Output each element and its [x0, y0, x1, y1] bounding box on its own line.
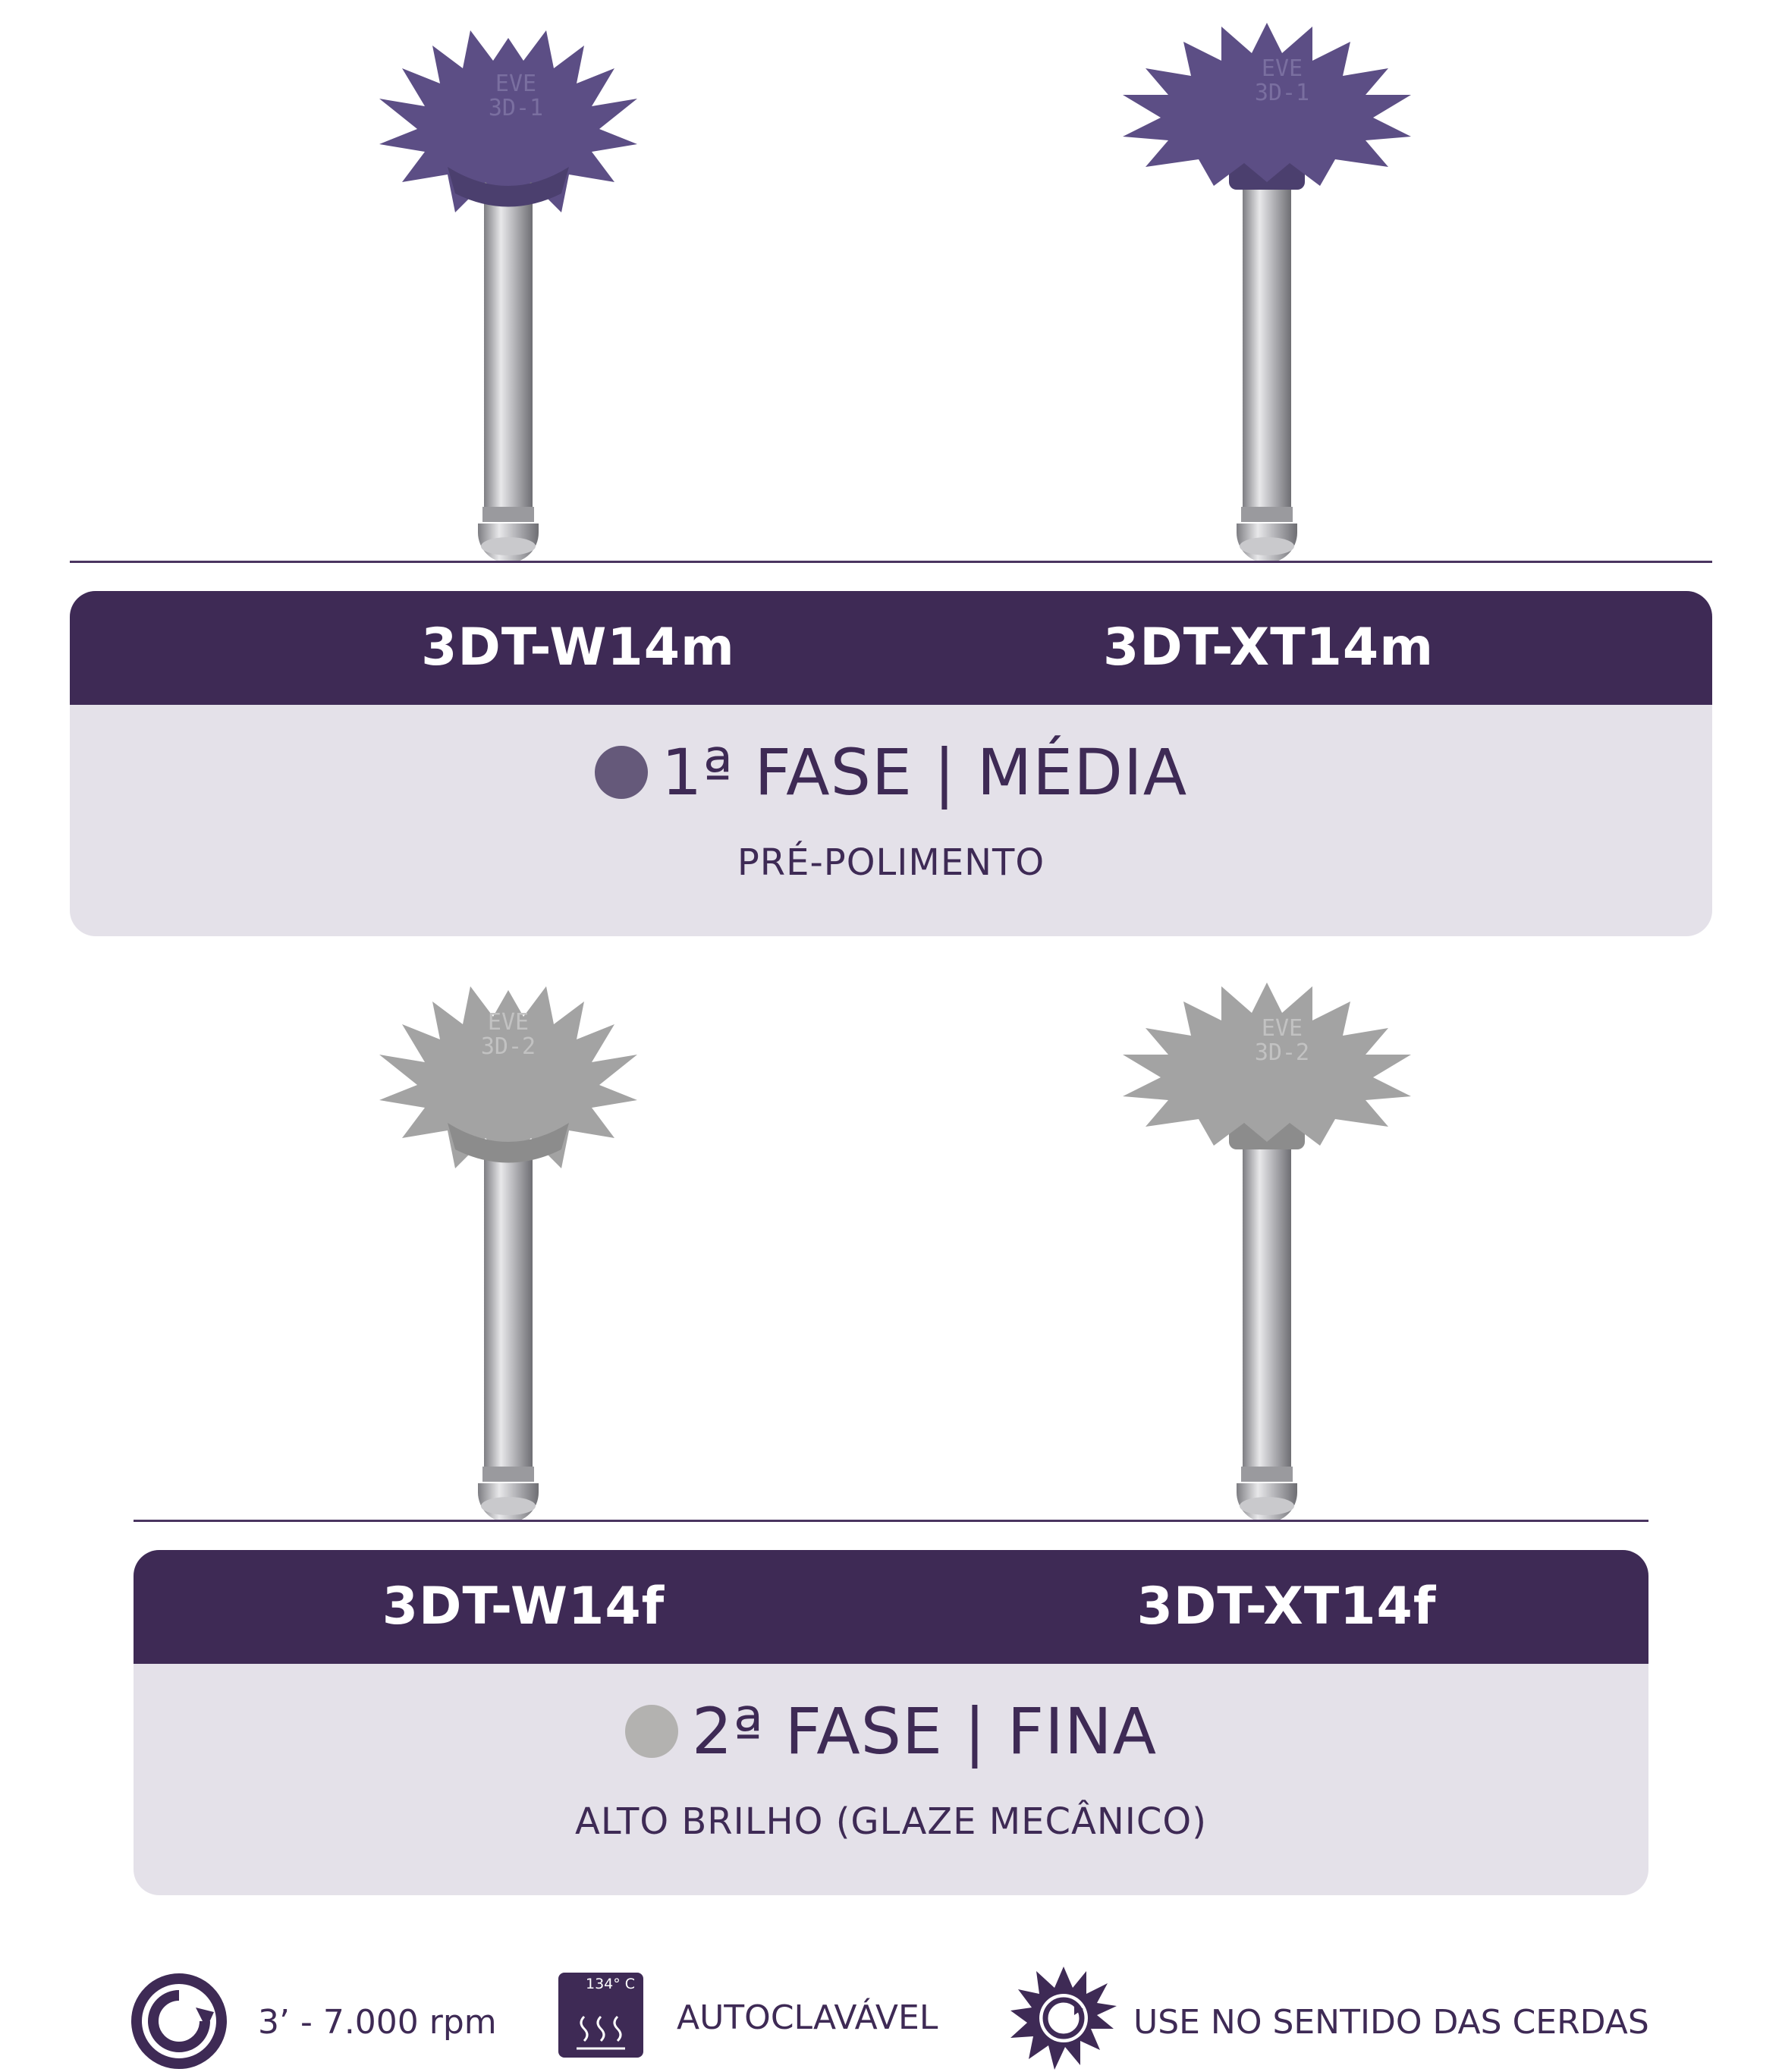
autoclave-text: AUTOCLAVÁVEL	[677, 1998, 938, 2037]
rpm-text: 3’ - 7.000 rpm	[258, 2003, 497, 2042]
bur-3dt-w14f: EVE 3D-2	[379, 986, 637, 1521]
bur-3dt-w14m: EVE 3D-1	[379, 30, 637, 561]
grit-dot-medium	[594, 746, 648, 800]
bur-engraving-bottom: 3D-2	[481, 1033, 536, 1060]
bur-3dt-xt14f: EVE 3D-2	[1123, 983, 1411, 1521]
product-code-w14f: 3DT-W14f	[382, 1577, 665, 1637]
autoclave-temperature: 134° C	[586, 1976, 636, 1992]
product-code-w14m: 3DT-W14m	[421, 618, 735, 678]
product-code-xt14m: 3DT-XT14m	[1102, 618, 1435, 678]
gray-flat-brush	[1123, 983, 1411, 1149]
bur-engraving-bottom: 3D-1	[1255, 80, 1309, 106]
phase-title-text: 1ª FASE | MÉDIA	[661, 735, 1188, 810]
purple-flame-brush	[379, 30, 637, 212]
rotation-icon	[131, 1973, 227, 2069]
phase-title-medium: 1ª FASE | MÉDIA	[70, 735, 1712, 810]
phase-title-fine: 2ª FASE | FINA	[134, 1694, 1648, 1769]
bristle-direction-icon	[1010, 1967, 1117, 2070]
product-code-xt14f: 3DT-XT14f	[1136, 1577, 1437, 1637]
bur-engraving-top: EVE	[495, 71, 536, 97]
bur-engraving-bottom: 3D-1	[489, 95, 543, 121]
phase-panel-fine: 3DT-W14f 3DT-XT14f 2ª FASE | FINA ALTO B…	[134, 1550, 1648, 1895]
phase-subtitle-medium: PRÉ-POLIMENTO	[737, 841, 1045, 884]
autoclave-icon	[558, 1973, 643, 2058]
bristle-direction-text: USE NO SENTIDO DAS CERDAS	[1133, 2003, 1649, 2042]
grit-dot-fine	[624, 1705, 678, 1759]
bur-3dt-xt14m: EVE 3D-1	[1123, 23, 1411, 561]
bur-engraving-top: EVE	[1262, 1015, 1303, 1042]
phase-panel-medium: 3DT-W14m 3DT-XT14m 1ª FASE | MÉDIA PRÉ-P…	[70, 591, 1712, 936]
divider-line-2	[134, 1520, 1648, 1522]
bur-engraving-bottom: 3D-2	[1255, 1039, 1309, 1066]
product-codes-header: 3DT-W14f 3DT-XT14f	[134, 1550, 1648, 1664]
divider-line-1	[70, 561, 1712, 563]
product-codes-header: 3DT-W14m 3DT-XT14m	[70, 591, 1712, 705]
gray-flame-brush	[379, 986, 637, 1168]
bur-engraving-top: EVE	[488, 1009, 529, 1036]
bur-engraving-top: EVE	[1262, 55, 1303, 82]
phase-title-text: 2ª FASE | FINA	[691, 1694, 1158, 1769]
purple-flat-brush	[1123, 23, 1411, 190]
phase-subtitle-fine: ALTO BRILHO (GLAZE MECÂNICO)	[575, 1800, 1207, 1843]
